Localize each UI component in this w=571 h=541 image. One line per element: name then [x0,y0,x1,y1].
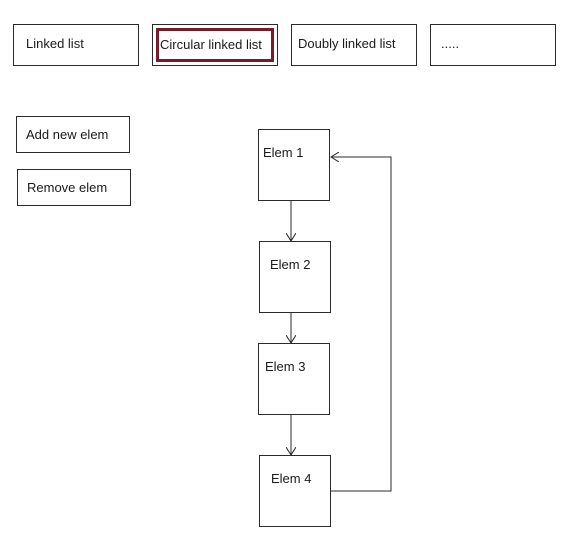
tab-label: Linked list [26,36,84,51]
active-tab-highlight: Circular linked list [156,28,274,62]
tab-doubly-linked-list[interactable]: Doubly linked list [291,24,417,66]
list-element-2[interactable]: Elem 2 [259,241,331,313]
add-new-elem-button[interactable]: Add new elem [16,116,130,153]
tab-more[interactable]: ..... [430,24,556,66]
tab-label: Doubly linked list [298,36,396,51]
tab-linked-list[interactable]: Linked list [13,24,139,66]
elem-label: Elem 1 [263,145,304,160]
elem-label: Elem 3 [265,359,306,374]
list-element-1[interactable]: Elem 1 [258,129,330,201]
tab-circular-linked-list[interactable]: Circular linked list [152,24,278,66]
elem-label: Elem 2 [270,257,311,272]
tab-label: ..... [441,36,460,51]
tab-label: Circular linked list [160,37,262,52]
elem-label: Elem 4 [271,471,312,486]
list-element-3[interactable]: Elem 3 [258,343,330,415]
add-button-label: Add new elem [26,127,109,142]
remove-elem-button[interactable]: Remove elem [17,169,131,206]
arrow-elem4-to-elem1 [331,157,392,492]
remove-button-label: Remove elem [27,180,108,195]
list-element-4[interactable]: Elem 4 [259,455,331,527]
